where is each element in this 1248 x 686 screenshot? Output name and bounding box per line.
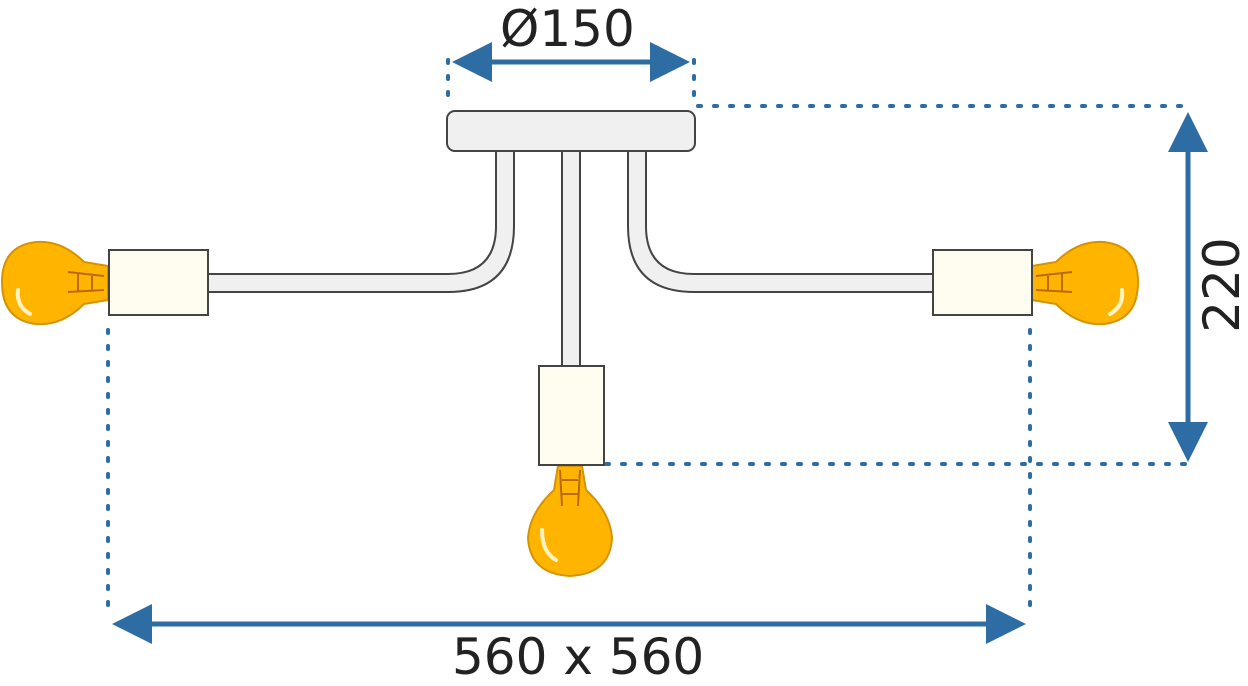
diameter-label: Ø150 [500, 0, 635, 58]
arm-right [627, 149, 937, 293]
sockets [108, 249, 1033, 466]
socket-center [538, 365, 605, 466]
width-label: 560 x 560 [452, 628, 705, 686]
dimension-arrows [112, 42, 1208, 644]
height-label: 220 [1193, 237, 1248, 333]
socket-right [932, 249, 1033, 316]
bulb-center [526, 465, 614, 578]
bulb-right [1031, 240, 1140, 326]
bulb-left [0, 240, 109, 326]
ceiling-canopy [446, 110, 696, 152]
socket-left [108, 249, 209, 316]
bulbs [0, 240, 1140, 578]
arm-left [205, 149, 515, 293]
dotted-guides [106, 58, 1192, 614]
lamp-fixture [205, 110, 937, 371]
arm-center [561, 149, 581, 371]
